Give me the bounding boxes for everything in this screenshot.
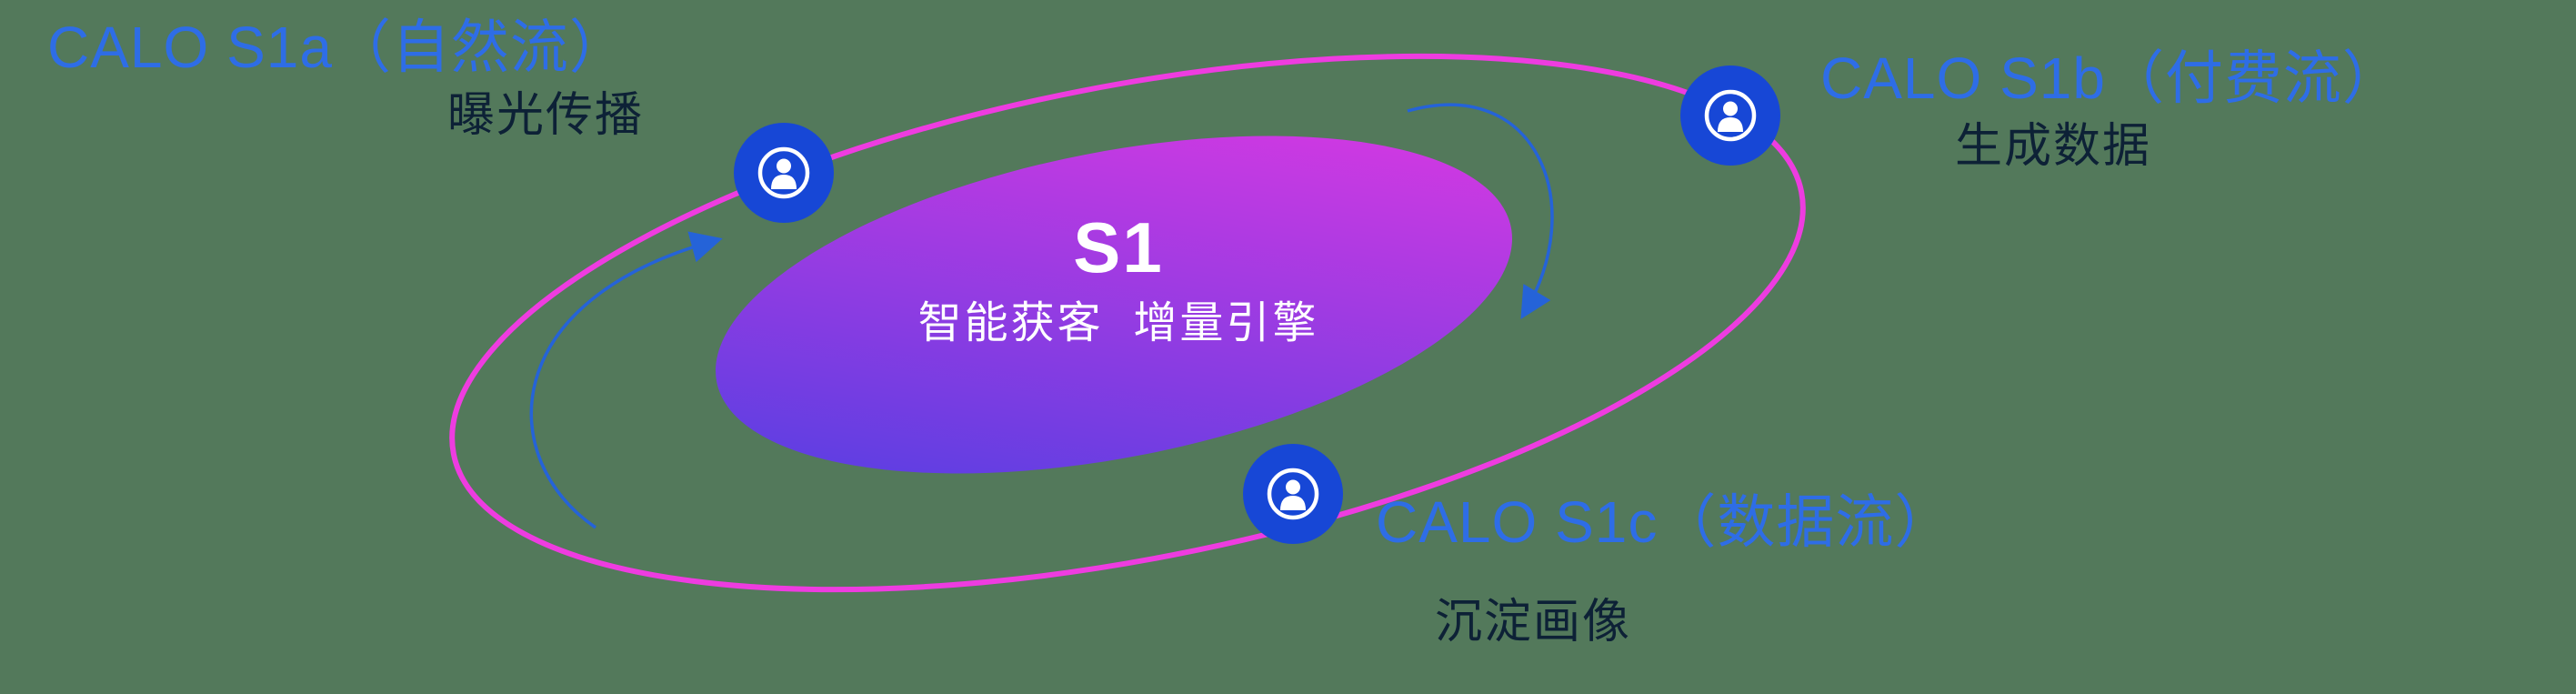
node-s1b-subtitle: 生成数据 <box>1955 120 2152 173</box>
node-s1a-title: CALO S1a（自然流） <box>47 15 628 80</box>
center-subtitle: 智能获客 增量引擎 <box>917 299 1319 347</box>
node-s1c-title: CALO S1c（数据流） <box>1376 489 1954 555</box>
center-title: S1 <box>1073 207 1164 287</box>
node-s1c-person-icon <box>1243 444 1343 544</box>
node-s1b-person-icon <box>1680 65 1780 166</box>
left-up-arrow <box>529 231 723 529</box>
right-down-arrow <box>1407 103 1554 320</box>
node-s1b-title: CALO S1b（付费流） <box>1820 45 2401 111</box>
center-ellipse <box>716 136 1512 474</box>
orbit-ring <box>449 53 1806 593</box>
node-s1c-subtitle: 沉淀画像 <box>1435 596 1632 649</box>
node-s1a-subtitle: 曝光传播 <box>447 89 645 142</box>
